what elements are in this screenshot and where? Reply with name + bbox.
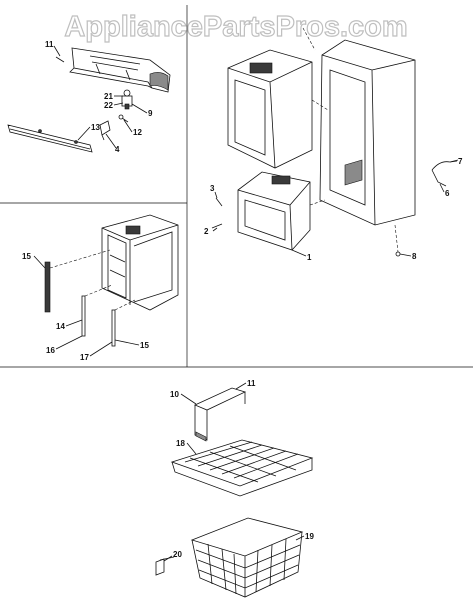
dashed-guides-upper bbox=[302, 27, 329, 206]
callout-11-top: 11 bbox=[45, 40, 54, 49]
rail-15-right bbox=[111, 299, 136, 347]
callout-14: 14 bbox=[56, 322, 65, 331]
callout-7: 7 bbox=[458, 157, 463, 166]
callout-19: 19 bbox=[305, 532, 314, 541]
screw-3 bbox=[215, 197, 223, 207]
clip-20 bbox=[155, 556, 175, 576]
upper-liner bbox=[227, 49, 313, 169]
callout-21: 21 bbox=[104, 92, 113, 101]
callout-16: 16 bbox=[46, 346, 55, 355]
wire-7-6 bbox=[431, 159, 459, 187]
divider-11 bbox=[194, 387, 247, 442]
light-socket bbox=[121, 89, 133, 110]
callout-15-right: 15 bbox=[140, 341, 149, 350]
light-housing-assembly bbox=[69, 47, 171, 93]
panel-dividers bbox=[0, 5, 473, 368]
freezer-liner-left bbox=[101, 214, 179, 311]
callout-12: 12 bbox=[133, 128, 142, 137]
callout-8: 8 bbox=[412, 252, 417, 261]
callout-labels: 11 21 22 9 12 13 4 15 14 16 17 15 3 2 1 … bbox=[22, 40, 463, 559]
callout-1: 1 bbox=[307, 253, 312, 262]
callout-3: 3 bbox=[210, 184, 215, 193]
callout-11-bottom: 11 bbox=[247, 379, 256, 388]
bracket-4 bbox=[99, 120, 111, 141]
screw-11-top bbox=[55, 56, 65, 63]
callout-22: 22 bbox=[104, 101, 113, 110]
callout-18: 18 bbox=[176, 439, 185, 448]
watermark: AppliancePartsPros.com bbox=[64, 11, 407, 43]
rail-15-left bbox=[44, 249, 111, 313]
cabinet-shell bbox=[319, 39, 416, 226]
callout-10: 10 bbox=[170, 390, 179, 399]
callout-6: 6 bbox=[445, 189, 450, 198]
callout-9: 9 bbox=[148, 109, 153, 118]
trim-strip-13 bbox=[7, 124, 93, 153]
callout-15-left: 15 bbox=[22, 252, 31, 261]
callout-13: 13 bbox=[91, 123, 100, 132]
basket-19 bbox=[190, 517, 304, 598]
screw-8 bbox=[394, 224, 401, 257]
screw-12 bbox=[118, 114, 129, 123]
callout-4: 4 bbox=[115, 145, 120, 154]
callout-20: 20 bbox=[173, 550, 182, 559]
wire-shelf-18 bbox=[170, 439, 314, 497]
leader-lines bbox=[33, 45, 458, 562]
callout-2: 2 bbox=[204, 227, 209, 236]
rail-14 bbox=[81, 284, 113, 337]
callout-17: 17 bbox=[80, 353, 89, 362]
screw-2 bbox=[211, 223, 223, 229]
lower-bin-1 bbox=[237, 171, 311, 251]
